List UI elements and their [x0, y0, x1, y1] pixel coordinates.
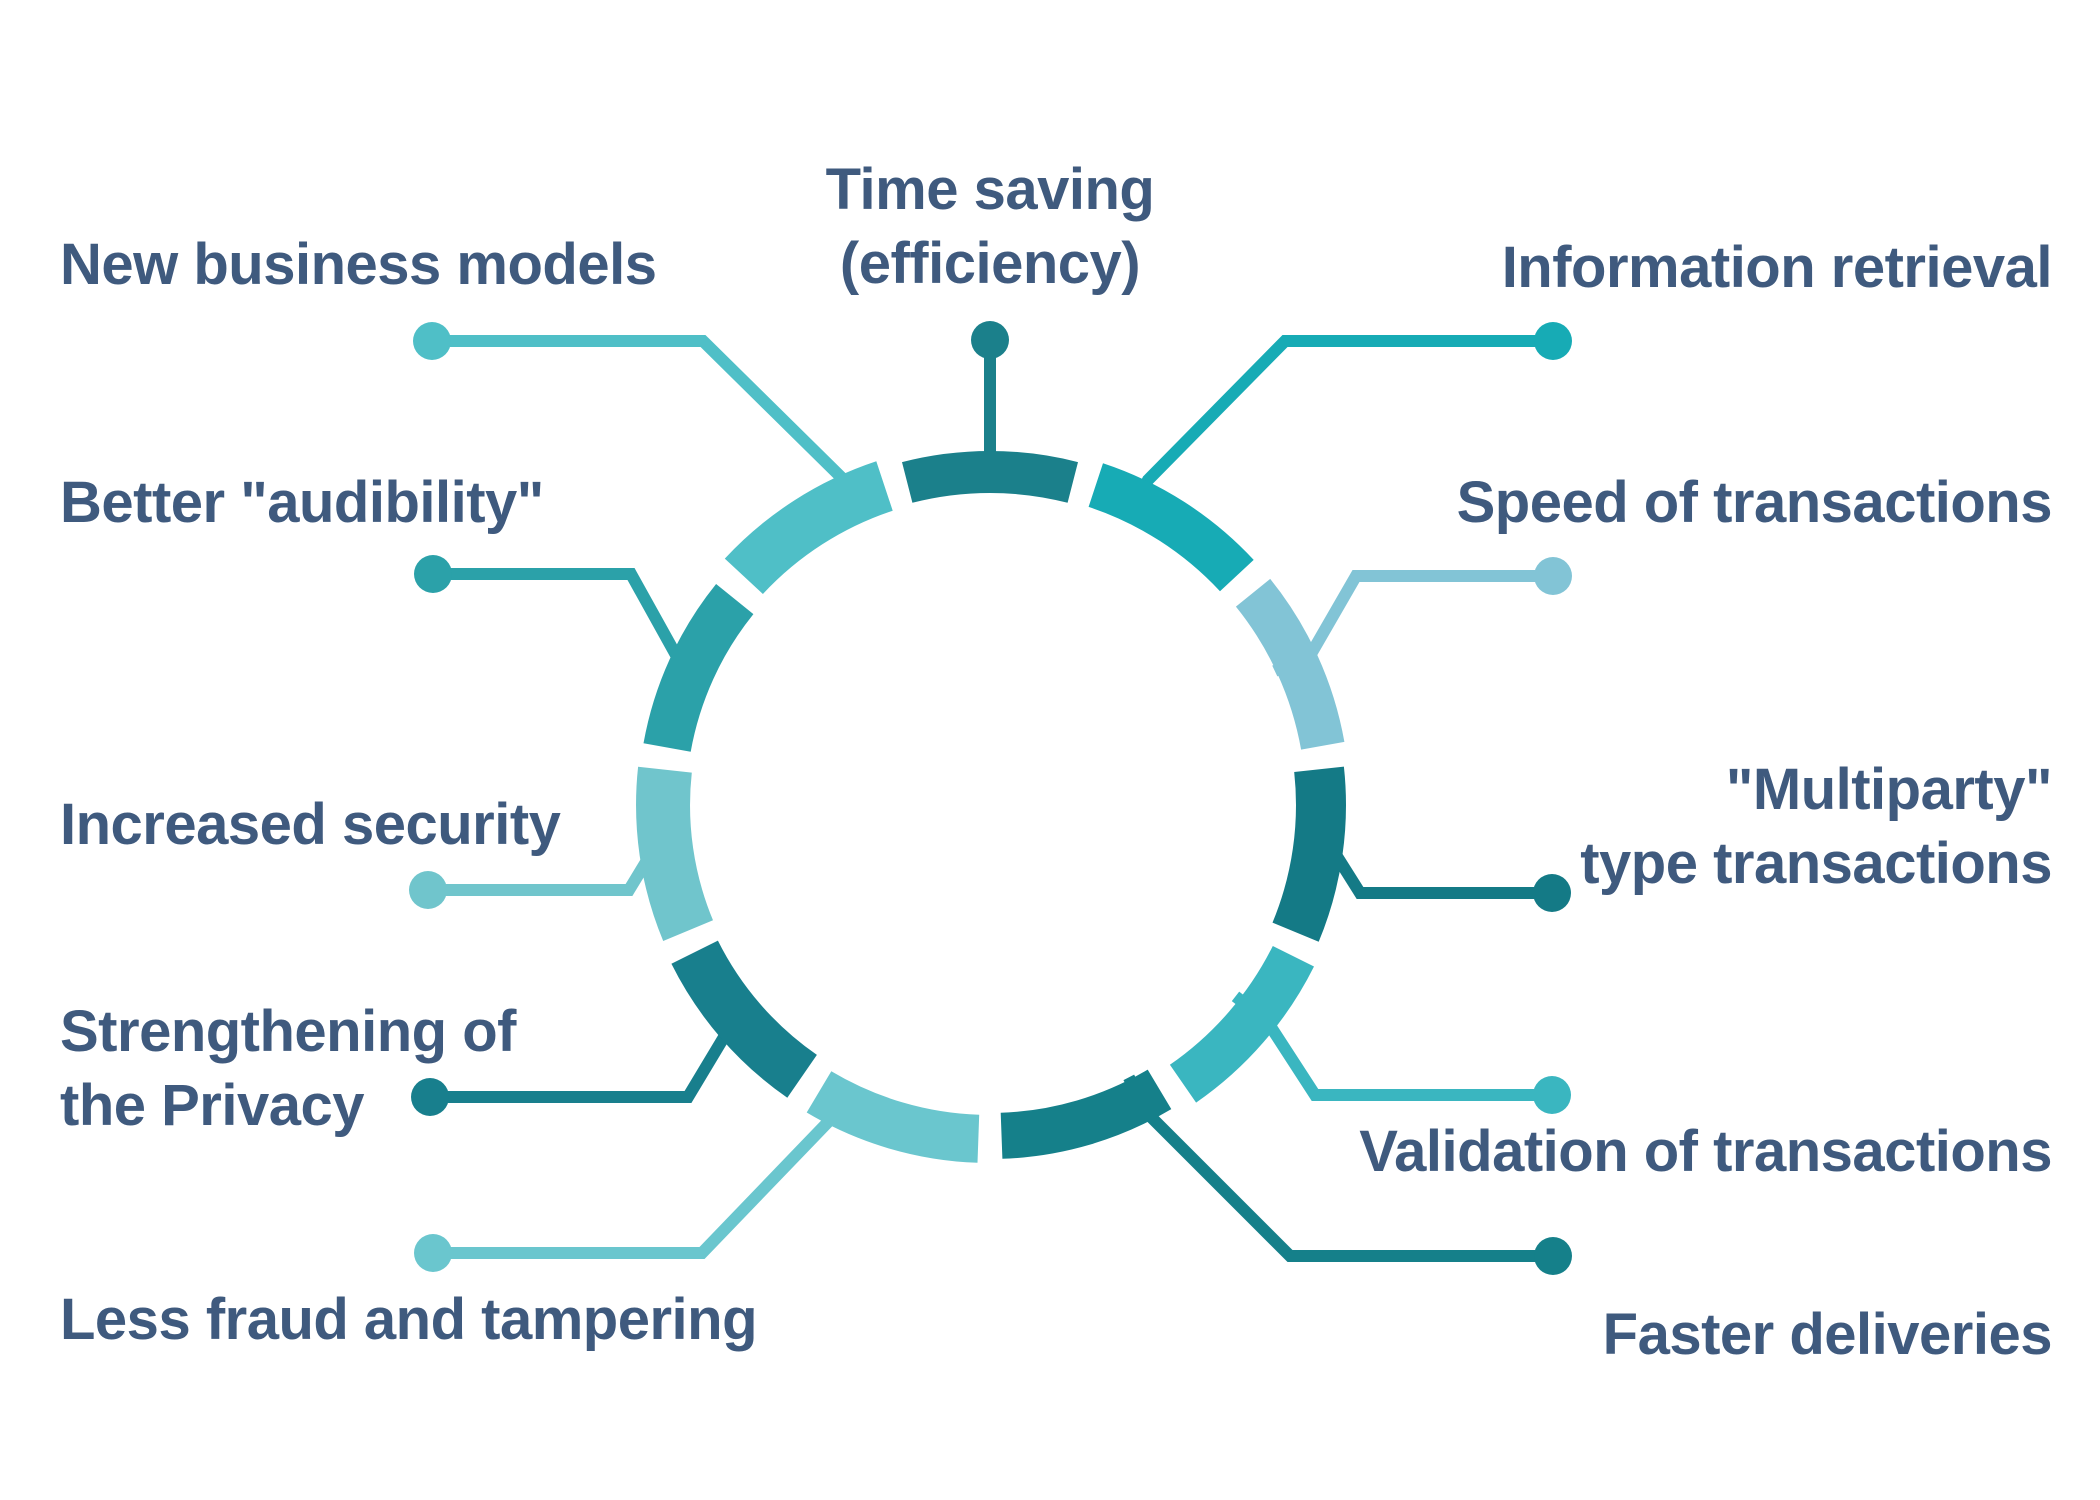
increased-security-dot	[409, 871, 447, 909]
less-fraud-and-tampering-ring-segment	[806, 1071, 980, 1163]
label-less-fraud-and-tampering: Less fraud and tampering	[60, 1283, 758, 1357]
label-strengthening-of-the-privacy: Strengthening of the Privacy	[60, 995, 516, 1143]
label-multiparty-line1: "Multiparty"	[1725, 757, 2053, 822]
label-time-saving-line1: Time saving	[825, 157, 1155, 222]
label-time-saving-line2: (efficiency)	[839, 231, 1141, 296]
label-speed-of-transactions-line1: Speed of transactions	[1456, 470, 2053, 535]
speed-of-transactions-ring-segment	[1235, 578, 1345, 750]
label-better-audibility-line1: Better "audibility"	[60, 470, 544, 535]
validation-of-transactions-dot	[1533, 1076, 1571, 1114]
strengthening-of-the-privacy-ring-segment	[671, 940, 817, 1098]
information-retrieval-dot	[1534, 322, 1572, 360]
label-faster-deliveries-line1: Faster deliveries	[1602, 1302, 2053, 1367]
label-strengthening-line1: Strengthening of	[60, 999, 516, 1064]
label-speed-of-transactions: Speed of transactions	[1456, 466, 2053, 540]
label-new-business-models: New business models	[60, 228, 657, 302]
new-business-models-dot	[413, 322, 451, 360]
new-business-models-ring-segment	[724, 461, 893, 594]
connector-dots	[409, 321, 1572, 1275]
label-time-saving: Time saving (efficiency)	[490, 153, 1490, 301]
label-faster-deliveries: Faster deliveries	[1602, 1298, 2053, 1372]
speed-of-transactions-dot	[1534, 557, 1572, 595]
label-less-fraud-line1: Less fraud and tampering	[60, 1287, 758, 1352]
label-strengthening-line2: the Privacy	[60, 1073, 365, 1138]
label-better-audibility: Better "audibility"	[60, 466, 544, 540]
information-retrieval-ring-segment	[1088, 463, 1254, 592]
multiparty-type-transactions-ring-segment	[1272, 766, 1346, 942]
label-increased-security-line1: Increased security	[60, 792, 561, 857]
label-information-retrieval: Information retrieval	[1501, 231, 2053, 305]
label-increased-security: Increased security	[60, 788, 561, 862]
faster-deliveries-ring-segment	[1000, 1069, 1172, 1159]
time-saving-ring-segment	[902, 450, 1078, 503]
label-new-business-models-line1: New business models	[60, 232, 657, 297]
better-audibility-connector-line	[433, 568, 715, 678]
validation-of-transactions-ring-segment	[1169, 946, 1314, 1103]
time-saving-dot	[971, 321, 1009, 359]
ring-segments	[636, 450, 1346, 1163]
label-validation-of-transactions: Validation of transactions	[1359, 1115, 2052, 1189]
faster-deliveries-dot	[1534, 1237, 1572, 1275]
strengthening-of-the-privacy-dot	[411, 1078, 449, 1116]
increased-security-ring-segment	[636, 766, 713, 941]
better-audibility-dot	[414, 555, 452, 593]
better-audibility-ring-segment	[643, 584, 754, 752]
multiparty-type-transactions-dot	[1533, 874, 1571, 912]
label-multiparty-type-transactions: "Multiparty" type transactions	[1580, 753, 2052, 901]
label-information-retrieval-line1: Information retrieval	[1501, 235, 2053, 300]
label-multiparty-line2: type transactions	[1580, 831, 2052, 896]
less-fraud-and-tampering-dot	[414, 1234, 452, 1272]
label-validation-line1: Validation of transactions	[1359, 1119, 2052, 1184]
